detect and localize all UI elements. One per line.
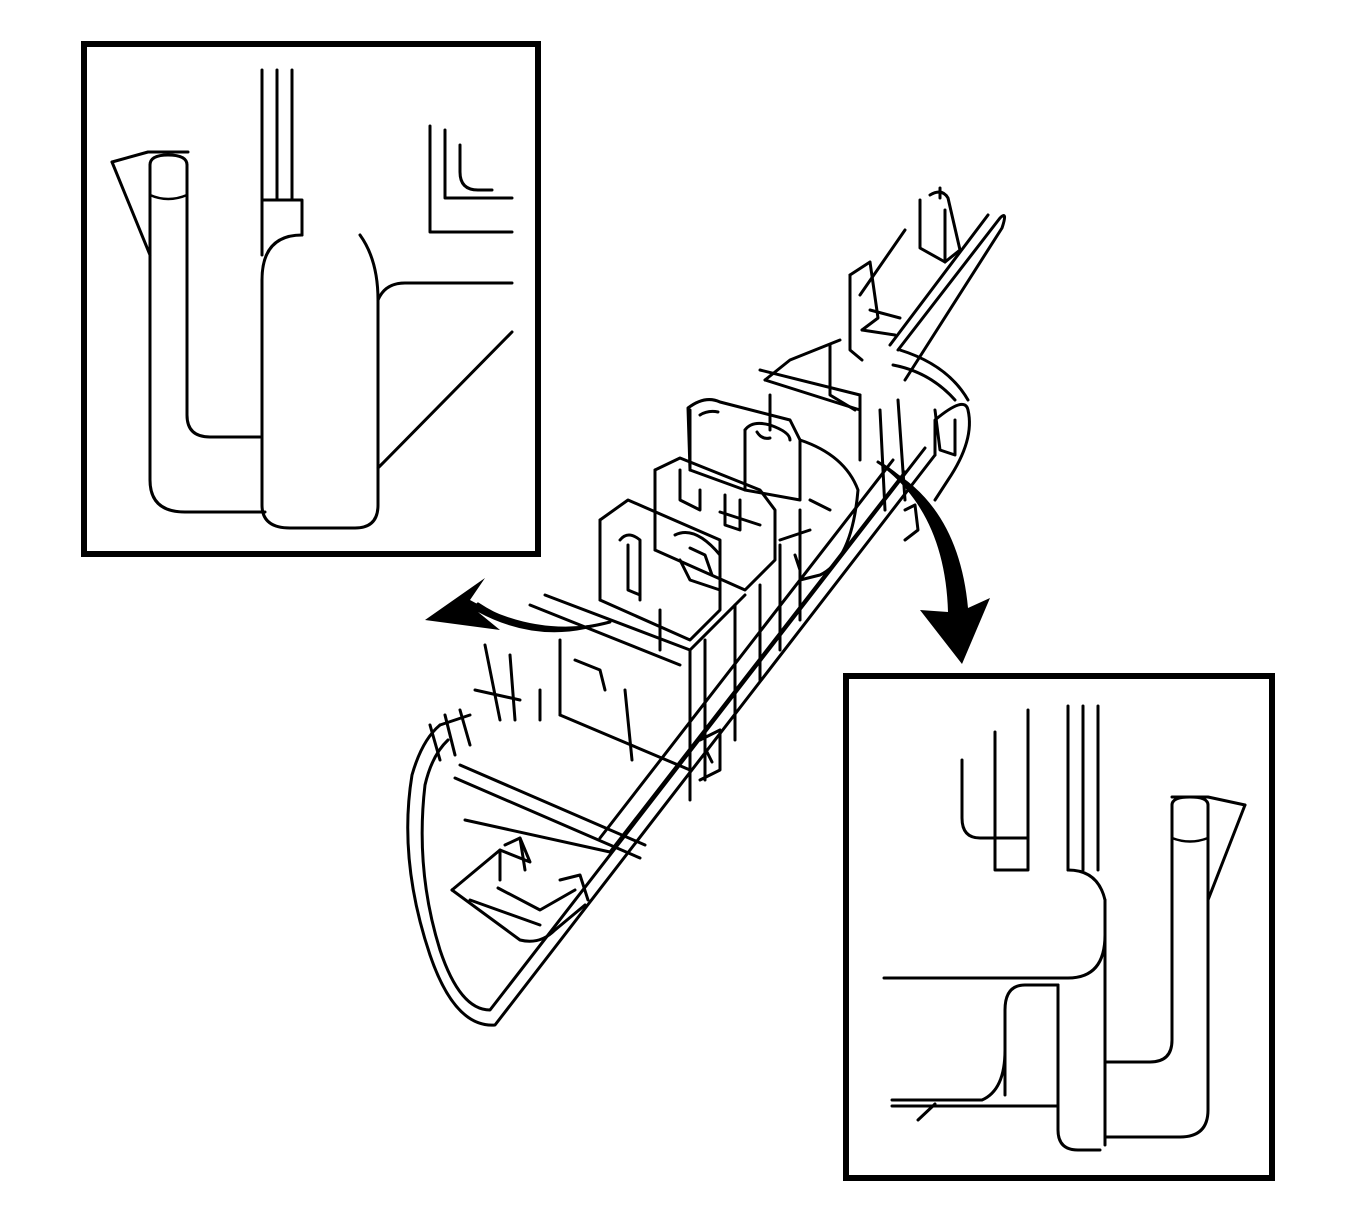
callout-arrow-left xyxy=(425,578,615,633)
inset-detail-left xyxy=(81,41,541,557)
callout-arrow-right xyxy=(876,460,990,664)
inset-detail-right xyxy=(843,673,1275,1181)
switch-bezel xyxy=(406,186,1007,1027)
